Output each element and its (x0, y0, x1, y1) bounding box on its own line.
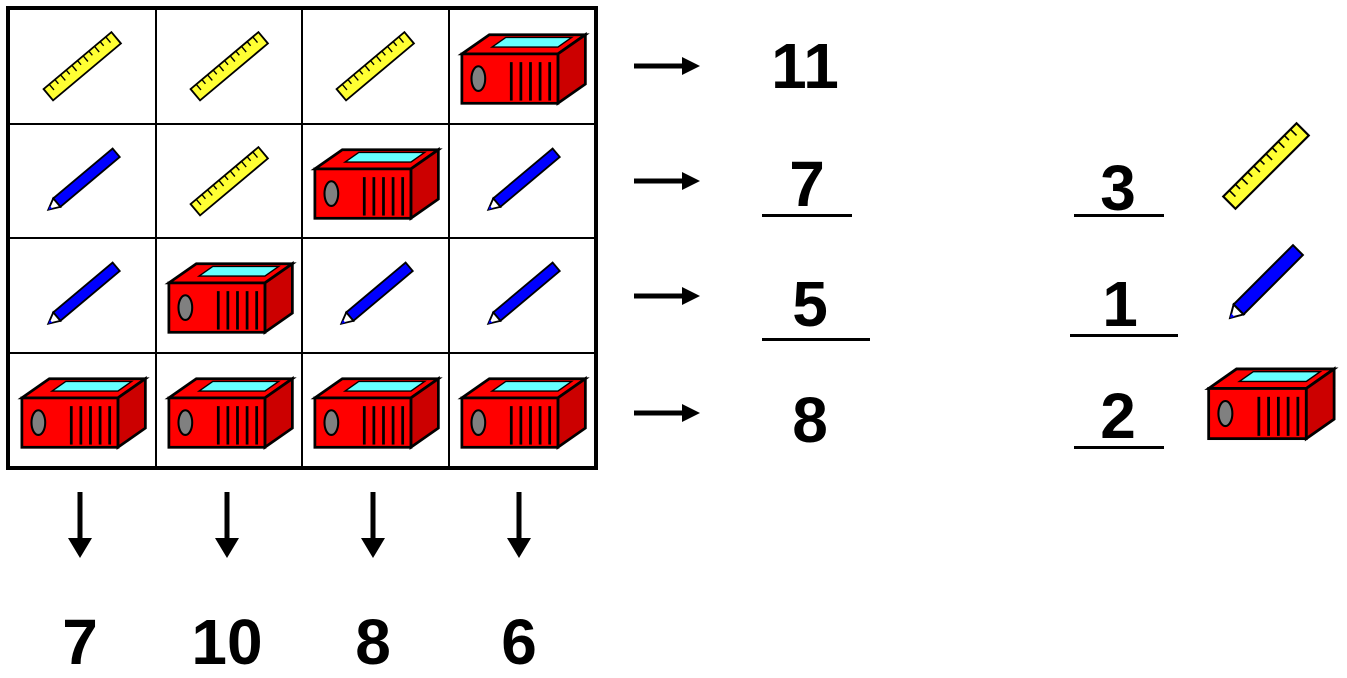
grid-cell-r2-c2 (156, 124, 303, 239)
grid-cell-r4-c1 (9, 353, 156, 468)
ruler-icon (1210, 112, 1322, 220)
down-arrow-icon (212, 492, 242, 560)
col-sum-4: 6 (464, 610, 574, 674)
col-sum-2: 10 (172, 610, 282, 674)
legend-pencil-value: 1 (1065, 272, 1175, 336)
grid-cell-r1-c2 (156, 9, 303, 124)
legend-sharpener-value: 2 (1063, 384, 1173, 448)
legend-sharpener-underline (1074, 446, 1164, 449)
grid-cell-r2-c1 (9, 124, 156, 239)
down-arrow-icon (358, 492, 388, 560)
row-sum-4: 8 (755, 388, 865, 452)
grid-cell-r3-c3 (302, 238, 449, 353)
item-grid (6, 6, 598, 470)
col-sum-3: 8 (318, 610, 428, 674)
legend-ruler-underline (1074, 214, 1164, 217)
grid-cell-r4-c2 (156, 353, 303, 468)
grid-cell-r4-c3 (302, 353, 449, 468)
grid-cell-r3-c1 (9, 238, 156, 353)
row-sum-3: 5 (755, 272, 865, 336)
down-arrow-icon (504, 492, 534, 560)
col-sum-1: 7 (25, 610, 135, 674)
pencil-icon (1212, 234, 1316, 334)
grid-cell-r1-c1 (9, 9, 156, 124)
sharpener-icon (1200, 355, 1340, 447)
right-arrow-icon (632, 171, 702, 191)
row-sum-3-underline (762, 338, 870, 341)
grid-cell-r1-c3 (302, 9, 449, 124)
legend-ruler-value: 3 (1063, 156, 1173, 220)
grid-cell-r2-c4 (449, 124, 596, 239)
down-arrow-icon (65, 492, 95, 560)
grid-cell-r4-c4 (449, 353, 596, 468)
row-sum-2-underline (762, 214, 852, 217)
legend-pencil-underline (1070, 334, 1178, 337)
right-arrow-icon (632, 286, 702, 306)
right-arrow-icon (632, 56, 702, 76)
grid-cell-r1-c4 (449, 9, 596, 124)
grid-cell-r3-c2 (156, 238, 303, 353)
grid-cell-r3-c4 (449, 238, 596, 353)
row-sum-2: 7 (752, 152, 862, 216)
grid-cell-r2-c3 (302, 124, 449, 239)
right-arrow-icon (632, 403, 702, 423)
row-sum-1: 11 (750, 34, 860, 98)
